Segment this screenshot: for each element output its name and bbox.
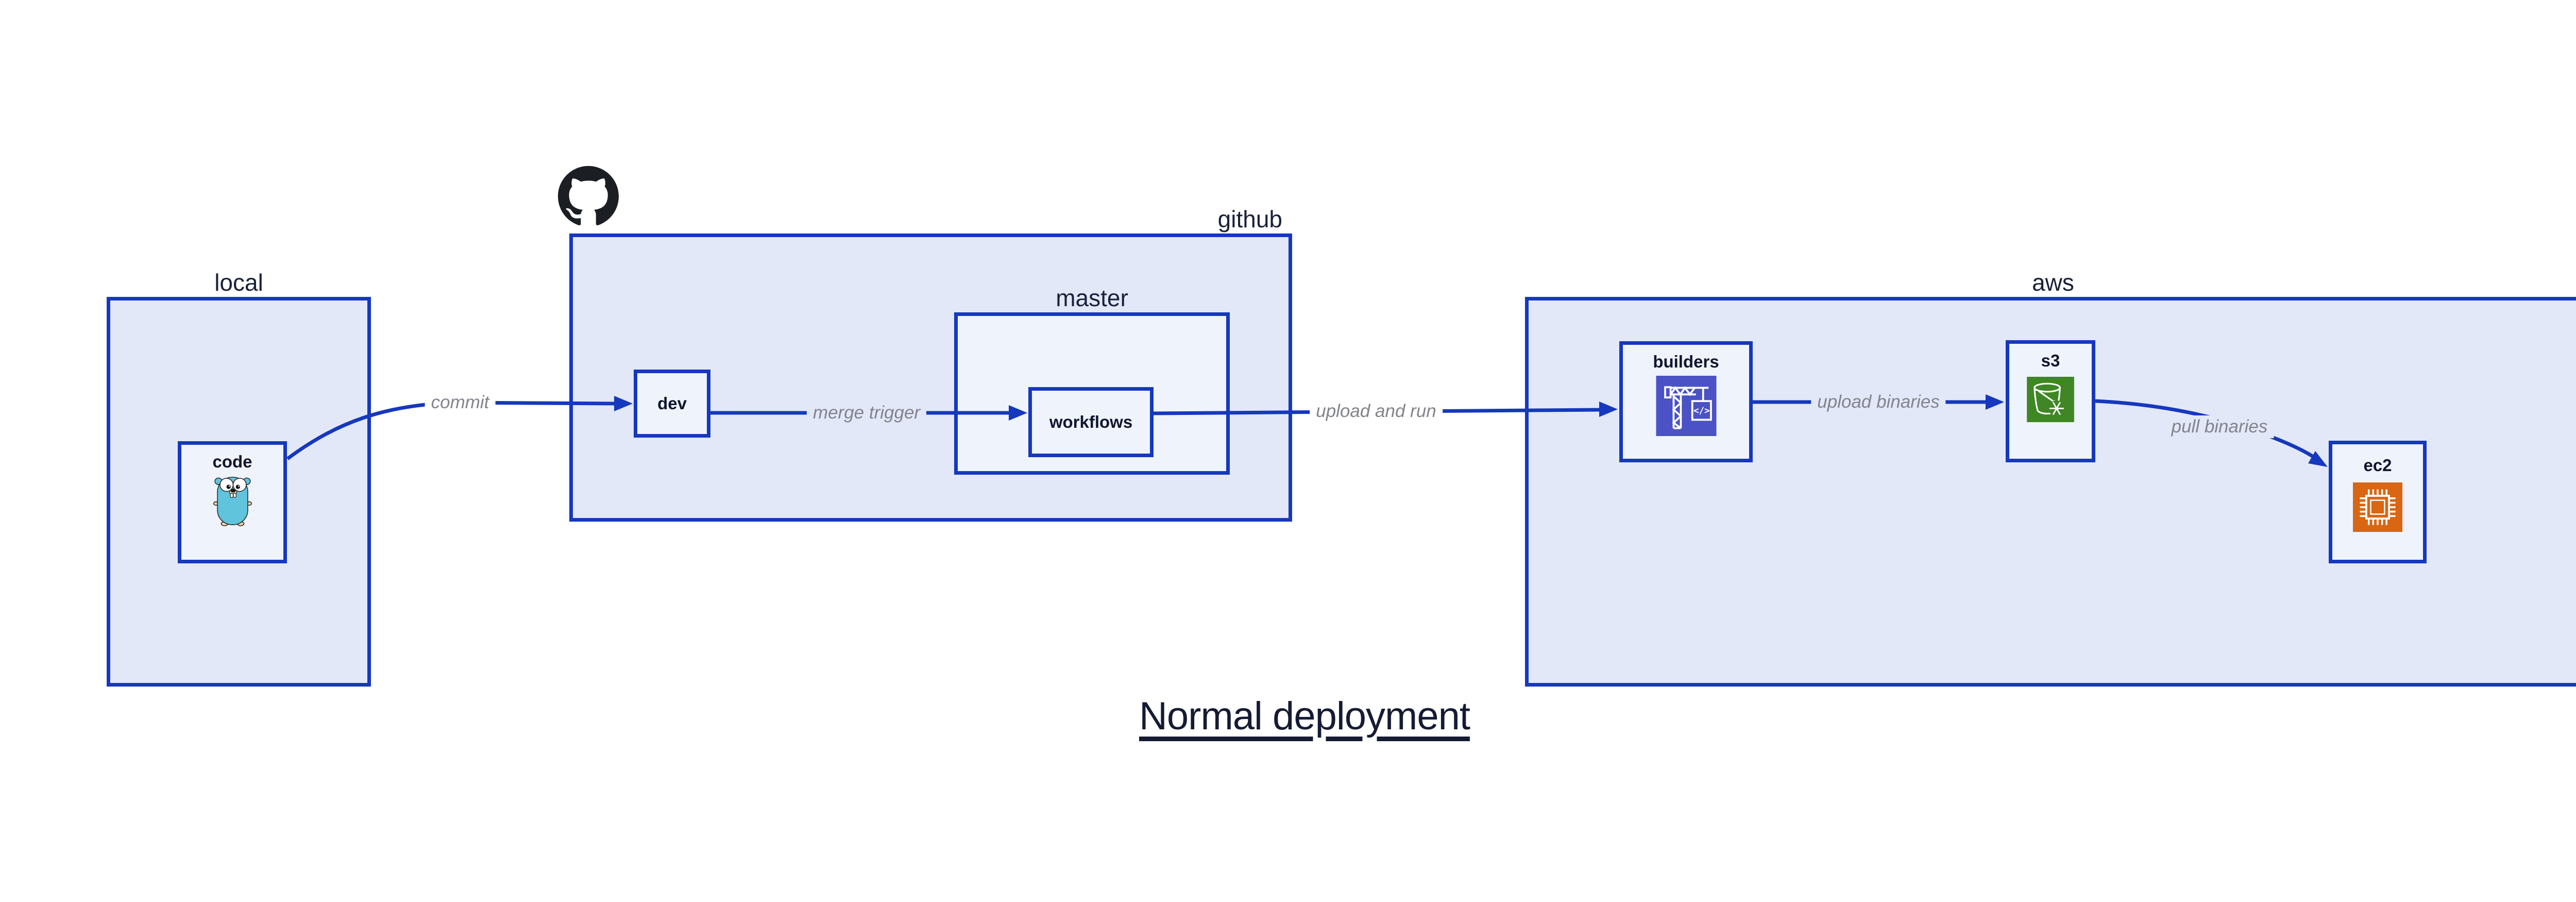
group-local-label: local: [214, 269, 263, 296]
edge-upload-and-run-label: upload and run: [1310, 400, 1443, 423]
edge-upload-binaries-label: upload binaries: [1811, 391, 1946, 413]
node-s3-label: s3: [2041, 351, 2060, 370]
node-ec2-label: ec2: [2363, 456, 2392, 475]
edge-commit-label: commit: [425, 391, 496, 414]
node-code-label: code: [212, 452, 252, 471]
node-workflows: workflows: [1028, 387, 1154, 457]
node-dev-label: dev: [657, 394, 687, 413]
github-octocat-logo: [558, 166, 619, 226]
group-aws-label: aws: [2032, 269, 2074, 296]
svg-text:</>: </>: [1693, 406, 1709, 416]
node-workflows-label: workflows: [1049, 412, 1133, 432]
node-ec2: ec2: [2329, 441, 2427, 563]
node-s3: s3: [2006, 340, 2095, 462]
go-gopher-icon: [213, 477, 252, 526]
node-builders-label: builders: [1653, 352, 1719, 371]
edge-merge-trigger-label: merge trigger: [806, 402, 927, 424]
aws-s3-glacier-bucket-icon: [2027, 376, 2074, 422]
group-github-label: github: [1217, 206, 1282, 232]
edge-pull-binaries-label: pull binaries: [2165, 415, 2274, 438]
group-master-label: master: [1056, 285, 1128, 311]
node-builders: builders </>: [1619, 341, 1753, 462]
aws-ec2-chip-icon: [2353, 482, 2402, 532]
diagram-title: Normal deployment: [1139, 694, 1470, 738]
aws-codebuild-icon: </>: [1656, 375, 1716, 436]
node-code: code: [178, 441, 287, 563]
node-dev: dev: [634, 370, 710, 438]
